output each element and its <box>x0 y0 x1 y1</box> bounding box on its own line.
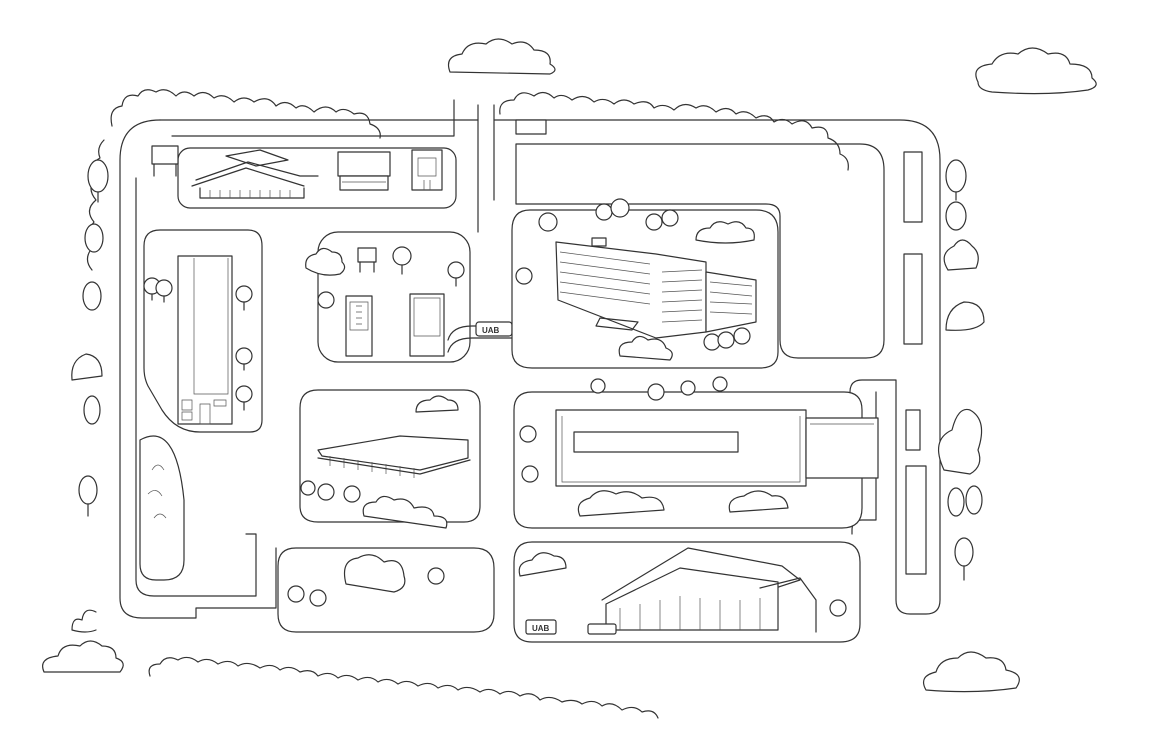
block-bottom-right: UAB <box>513 541 861 643</box>
kiosk-large <box>409 293 445 357</box>
tall-building <box>177 255 233 425</box>
block-top-left <box>151 145 457 209</box>
stadium <box>317 435 471 478</box>
bench-center-left <box>357 247 377 273</box>
bridge-sign-text: UAB <box>482 326 500 335</box>
hedge-top-left <box>110 89 381 139</box>
entrance-sign-text: UAB <box>532 624 550 633</box>
bench-top-left <box>151 145 179 177</box>
center-vertical-road-left <box>477 119 495 233</box>
booth-top <box>515 119 547 135</box>
hedge-top-right <box>499 91 849 171</box>
block-park-oval <box>139 435 185 581</box>
block-mid-right <box>513 376 879 529</box>
block-left <box>143 229 263 433</box>
top-right-road <box>515 143 885 359</box>
trees-left-edge <box>71 159 109 517</box>
trees-right-edge <box>937 159 985 581</box>
block-top-right <box>511 198 779 369</box>
block-center <box>299 389 481 529</box>
hedge-left <box>71 139 105 633</box>
block-center-left <box>305 231 471 363</box>
kiosk-small <box>345 295 373 357</box>
block-bottom-left <box>277 547 495 633</box>
pagoda-hall <box>191 149 319 199</box>
cloud-top-right <box>975 47 1097 95</box>
cloud-top-center <box>447 38 556 75</box>
inner-road-edge-left <box>172 100 494 136</box>
trees-left-block <box>143 277 253 411</box>
entrance-sign <box>525 619 557 635</box>
bridge: UAB <box>447 321 521 353</box>
pavilion <box>337 151 391 191</box>
road-network <box>119 100 941 619</box>
inner-left-road <box>135 177 257 597</box>
cloud-bottom-left <box>42 640 124 673</box>
entrance-sign-small <box>587 623 617 635</box>
gatehouse <box>411 149 443 191</box>
office-tower <box>555 237 757 339</box>
outer-road-left <box>119 119 277 619</box>
long-hall <box>555 409 879 487</box>
right-side-structures <box>515 119 927 575</box>
cloud-bottom-right <box>923 651 1020 693</box>
hedge-bottom <box>148 656 659 719</box>
